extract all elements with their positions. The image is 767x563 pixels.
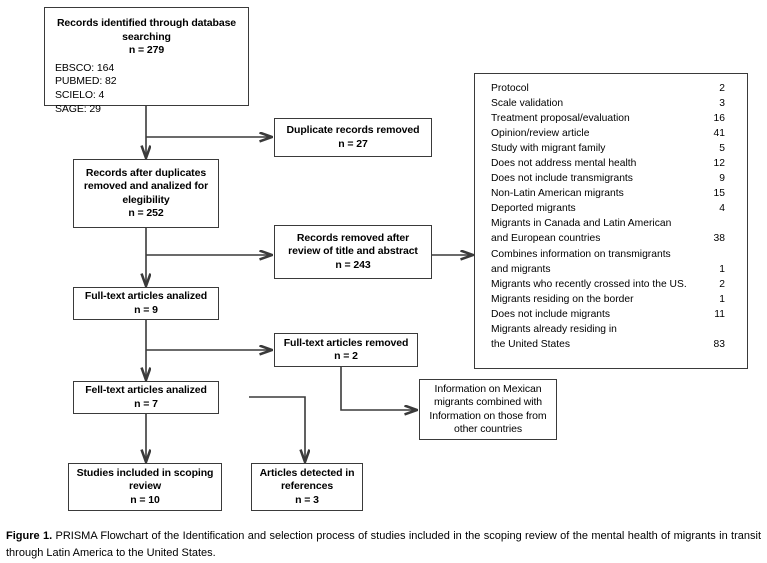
- exclusion-reason-label: Does not include transmigrants: [491, 173, 633, 185]
- source-ebsco: EBSCO: 164: [55, 61, 115, 74]
- exclusion-reason-label: Migrants residing on the border: [491, 293, 634, 305]
- exclusion-reason-label: Protocol: [491, 83, 529, 94]
- articles-references-count: n = 3: [295, 493, 319, 506]
- duplicates-removed-count: n = 27: [338, 137, 368, 150]
- exclusion-reason-label: and European countries: [491, 233, 601, 245]
- records-identified-title: Records identified through database sear…: [56, 17, 237, 56]
- exclusion-reason-count: 41: [713, 128, 725, 140]
- exclusion-reason-count: 12: [713, 158, 725, 170]
- studies-included-count: n = 10: [130, 493, 160, 506]
- exclusion-reason-count: 11: [714, 308, 725, 320]
- exclusion-reason-label: Migrants already residing in: [491, 323, 617, 335]
- exclusion-reason-count: 1: [719, 263, 725, 275]
- felltext-analized-count: n = 7: [134, 397, 158, 410]
- records-after-duplicates-count: n = 252: [128, 207, 164, 219]
- records-removed-review-count: n = 243: [335, 258, 371, 271]
- box-articles-detected-in-references: Articles detected in references n = 3: [251, 463, 363, 511]
- exclusion-reason-row: Migrants in Canada and Latin American: [491, 216, 725, 231]
- exclusion-reason-label: Does not address mental health: [491, 158, 637, 170]
- exclusion-reason-label: Study with migrant family: [491, 143, 606, 155]
- exclusion-reason-label: Opinion/review article: [491, 128, 590, 140]
- records-identified-sources: EBSCO: 164 PUBMED: 82 SCIELO: 4 SAGE: 29: [55, 62, 238, 117]
- box-records-removed-after-review: Records removed after review of title an…: [274, 225, 432, 279]
- exclusion-reason-label: Migrants who recently crossed into the U…: [491, 278, 687, 290]
- source-sage: SAGE: 29: [55, 102, 101, 115]
- exclusion-reason-count: 83: [713, 338, 725, 350]
- exclusion-reason-count: 3: [719, 98, 725, 110]
- exclusion-reason-label: Deported migrants: [491, 203, 576, 215]
- exclusion-reason-row: Protocol 2: [491, 81, 725, 96]
- figure-caption: Figure 1. PRISMA Flowchart of the Identi…: [6, 528, 761, 561]
- box-duplicate-records-removed: Duplicate records removed n = 27: [274, 118, 432, 157]
- exclusion-reason-row: Migrants residing on the border 1: [491, 292, 725, 307]
- figure-caption-label: Figure 1.: [6, 530, 53, 542]
- box-fulltext-articles-removed: Full-text articles removed n = 2: [274, 333, 418, 367]
- figure-caption-text: PRISMA Flowchart of the Identification a…: [6, 530, 762, 559]
- exclusion-reason-count: 1: [719, 293, 725, 305]
- exclusion-reason-label: Non-Latin American migrants: [491, 188, 624, 200]
- box-studies-included-scoping-review: Studies included in scoping review n = 1…: [68, 463, 222, 511]
- exclusion-reason-label: and migrants: [491, 263, 551, 275]
- exclusion-reason-count: 38: [713, 233, 725, 245]
- exclusion-reason-label: Does not include migrants: [491, 308, 611, 320]
- exclusion-reason-row: Does not address mental health 12: [491, 156, 725, 171]
- exclusion-reason-row: Migrants who recently crossed into the U…: [491, 277, 725, 292]
- box-fulltext-articles-analized: Full-text articles analized n = 9: [73, 287, 219, 320]
- connector-felltext-to-articles-references: [249, 396, 305, 462]
- exclusion-reason-count: 5: [719, 143, 725, 155]
- exclusion-reason-row: Migrants already residing in: [491, 322, 725, 337]
- box-records-after-duplicates: Records after duplicates removed and ana…: [73, 159, 219, 228]
- connector-fulltext-removed-to-mexican: [340, 367, 417, 410]
- exclusion-reason-label: Migrants in Canada and Latin American: [491, 218, 672, 230]
- records-identified-count: n = 279: [128, 44, 165, 56]
- exclusion-reason-count: 4: [719, 203, 725, 215]
- box-mexican-migrants-combined: Information on Mexican migrants combined…: [419, 379, 557, 440]
- source-pubmed: PUBMED: 82: [55, 75, 117, 88]
- exclusion-reason-row: the United States 83: [491, 337, 725, 352]
- exclusion-reason-row: Deported migrants 4: [491, 201, 725, 216]
- exclusion-reason-count: 2: [719, 83, 725, 94]
- exclusion-reason-row: Does not include transmigrants 9: [491, 171, 725, 186]
- exclusion-reason-row: Scale validation 3: [491, 96, 725, 111]
- box-felltext-articles-analized: Fell-text articles analized n = 7: [73, 381, 219, 414]
- exclusion-reason-row: Combines information on transmigrants: [491, 247, 725, 262]
- exclusion-reason-label: the United States: [491, 338, 570, 350]
- exclusion-reason-label: Treatment proposal/evaluation: [491, 113, 630, 125]
- exclusion-reason-row: Treatment proposal/evaluation 16: [491, 111, 725, 126]
- source-scielo: SCIELO: 4: [55, 89, 105, 102]
- exclusion-reason-row: and migrants 1: [491, 262, 725, 277]
- exclusion-reason-count: 9: [719, 173, 725, 185]
- fulltext-analized-count: n = 9: [134, 303, 158, 316]
- exclusion-reason-count: 15: [713, 188, 725, 200]
- box-records-identified: Records identified through database sear…: [44, 7, 249, 115]
- exclusion-reason-label: Combines information on transmigrants: [491, 248, 671, 260]
- exclusion-reason-count: 2: [719, 278, 725, 290]
- exclusion-reason-label: Scale validation: [491, 98, 564, 110]
- exclusion-reason-row: Study with migrant family 5: [491, 141, 725, 156]
- exclusion-reason-row: Non-Latin American migrants 15: [491, 186, 725, 201]
- fulltext-removed-count: n = 2: [334, 350, 358, 362]
- exclusion-reason-count: 16: [713, 113, 725, 125]
- exclusion-reason-row: and European countries 38: [491, 231, 725, 246]
- exclusion-reason-row: Opinion/review article 41: [491, 126, 725, 141]
- exclusion-reason-row: Does not include migrants 11: [491, 307, 725, 322]
